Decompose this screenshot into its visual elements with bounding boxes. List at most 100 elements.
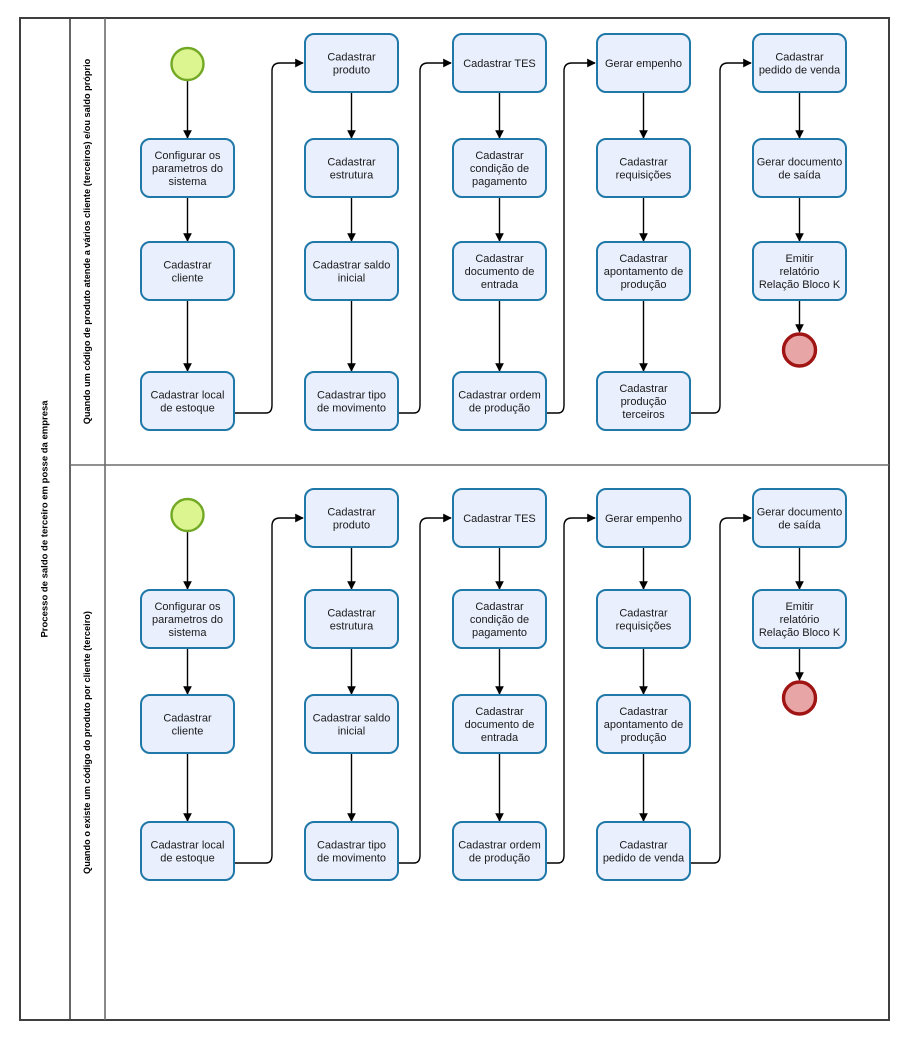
lane-2-col4-to-col5	[690, 513, 752, 864]
end-event[interactable]	[781, 332, 818, 368]
task-shape	[596, 138, 691, 198]
task-shape	[140, 241, 235, 301]
task-shape	[140, 821, 235, 881]
lane-1-col1-to-col2	[234, 58, 304, 414]
lane1-col4-task-1[interactable]: Gerar empenho	[596, 33, 691, 93]
lane-2-col3-to-col4	[546, 513, 596, 864]
task-shape	[304, 488, 399, 548]
task-shape	[452, 371, 547, 431]
pool-label: Processo de saldo de terceiro em posse d…	[40, 400, 51, 638]
task-shape	[140, 138, 235, 198]
task-label: Gerar empenho	[605, 513, 682, 525]
task-shape	[596, 488, 691, 548]
task-shape	[304, 821, 399, 881]
lane-1-col3-to-col4	[546, 58, 596, 414]
task-shape	[596, 821, 691, 881]
task-label: Gerar empenho	[605, 58, 682, 70]
task-shape	[752, 138, 847, 198]
task-shape	[140, 371, 235, 431]
lane-1-col4-to-col5	[690, 58, 752, 414]
task-label: Cadastrar TES	[463, 58, 536, 70]
lane2-col4-task-1[interactable]: Gerar empenho	[596, 488, 691, 548]
start-event[interactable]	[170, 46, 205, 82]
task-shape	[596, 589, 691, 649]
task-shape	[596, 371, 691, 431]
end-event-circle	[781, 332, 818, 368]
task-shape	[752, 33, 847, 93]
task-shape	[752, 589, 847, 649]
task-shape	[452, 33, 547, 93]
task-shape	[752, 488, 847, 548]
lane1-col3-task-1[interactable]: Cadastrar TES	[452, 33, 547, 93]
task-shape	[304, 241, 399, 301]
lane-1-col2-to-col3	[398, 58, 452, 414]
lane-2-col1-to-col2	[234, 513, 304, 864]
lane-2-col2-to-col3	[398, 513, 452, 864]
task-shape	[752, 241, 847, 301]
task-shape	[304, 33, 399, 93]
task-shape	[304, 371, 399, 431]
task-shape	[140, 694, 235, 754]
end-event[interactable]	[781, 680, 818, 716]
lane2-col3-task-1[interactable]: Cadastrar TES	[452, 488, 547, 548]
task-shape	[304, 694, 399, 754]
task-shape	[452, 694, 547, 754]
start-event-circle	[170, 46, 205, 82]
start-event[interactable]	[170, 497, 205, 533]
